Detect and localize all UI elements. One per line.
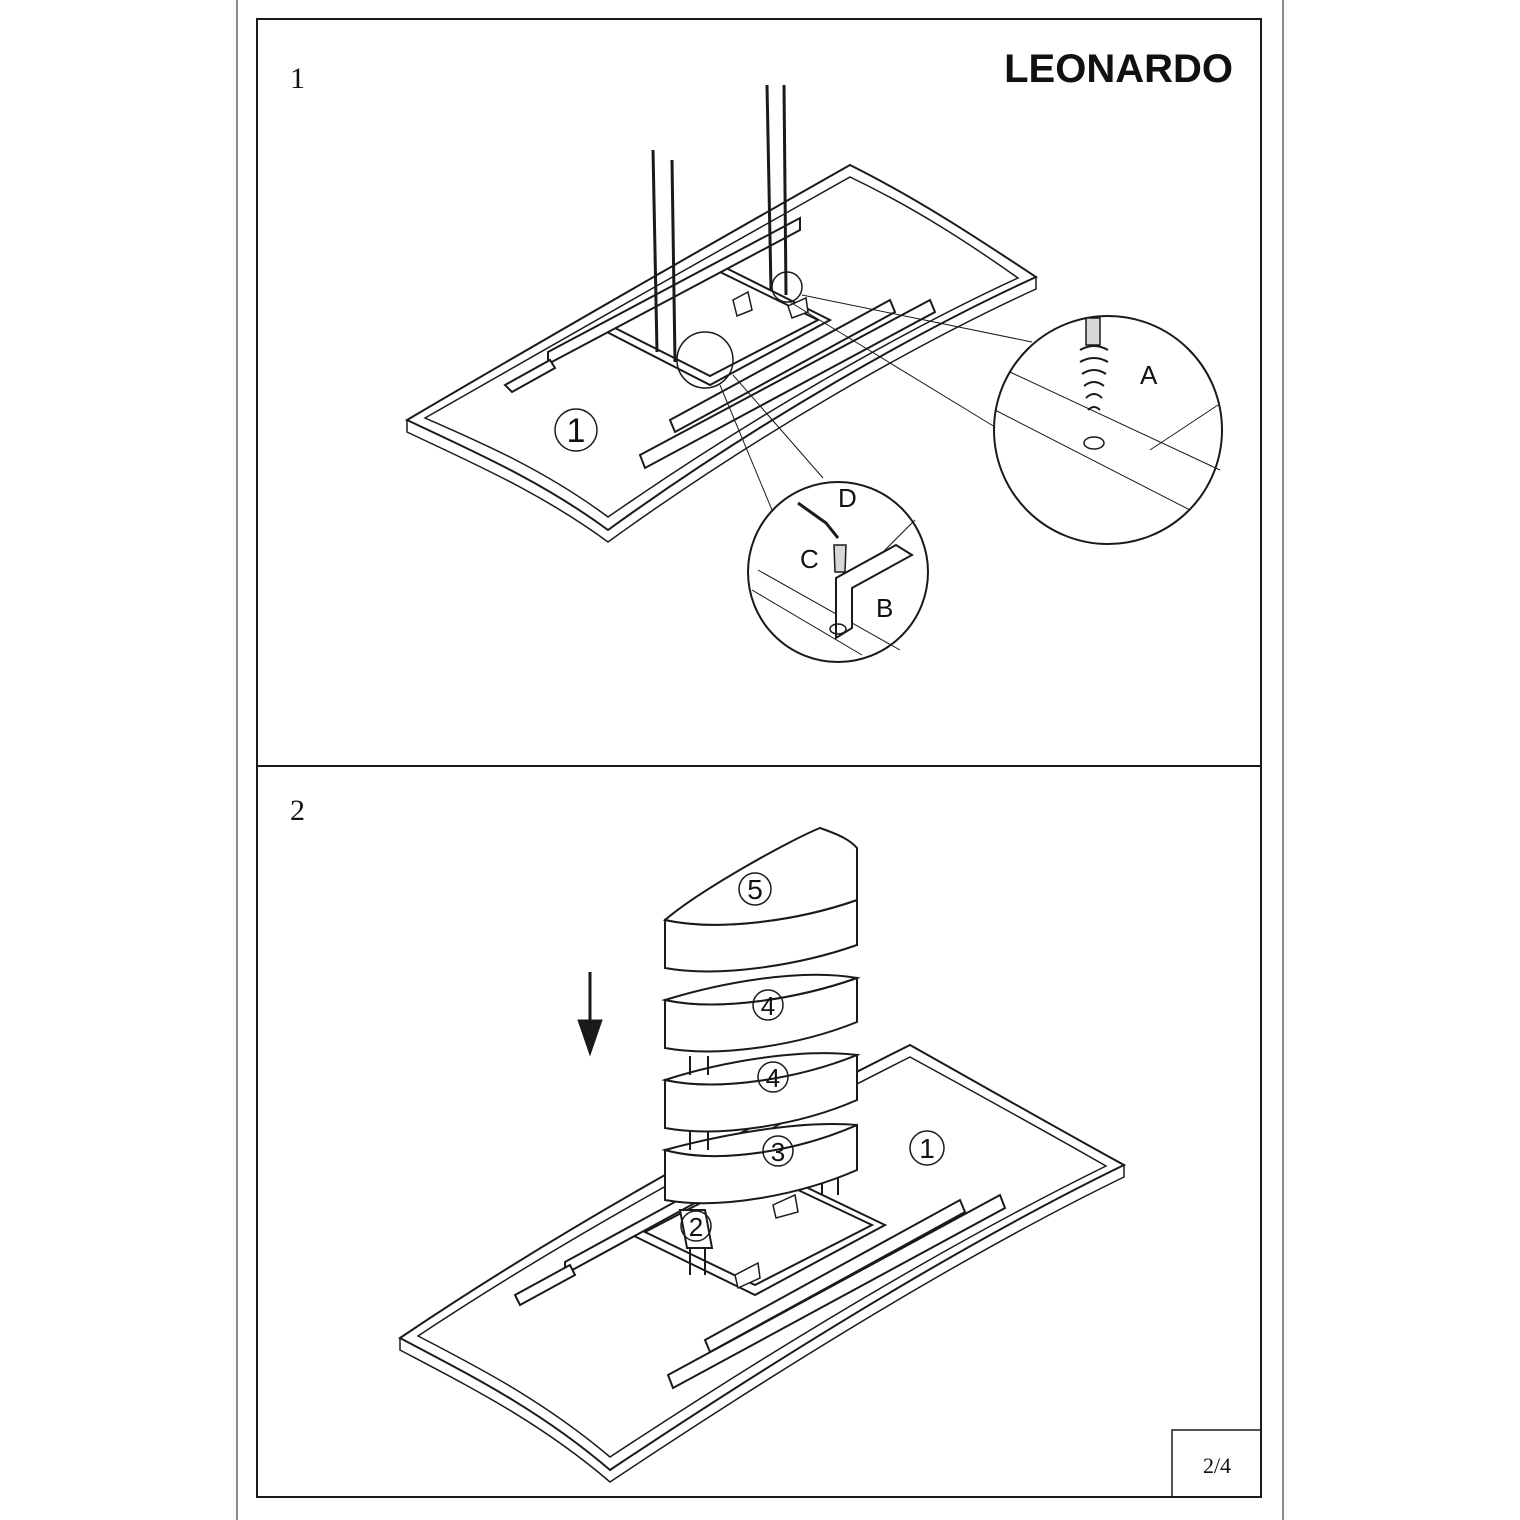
callout-c: C [800,544,819,574]
document-title: LEONARDO [1004,47,1233,91]
table-legs [651,84,788,363]
part-1-label: 1 [567,412,586,450]
step-2-panel: 2 2/4 1 2 [256,765,1262,1498]
step2-base-middle-label: 4 [766,1063,780,1093]
step-1-panel: 1 LEONARDO 1 [256,18,1262,767]
callout-b: B [876,593,893,623]
base-segment-4-lower: 4 [661,1052,858,1150]
part-1-circle [554,408,598,452]
page-number: 2/4 [1203,1453,1231,1478]
callout-a: A [1140,360,1158,390]
base-segment-5: 5 [662,826,858,973]
callout-d: D [838,483,857,513]
leg-bracket-left: 2 [678,1209,714,1275]
step2-tabletop-label: 1 [919,1133,935,1164]
tabletop-illustration-2: 1 [398,1043,1127,1483]
step2-bracket-left-label: 2 [689,1212,703,1242]
step-2-number: 2 [290,794,305,827]
step2-base-upper-label: 4 [761,991,775,1021]
step-1-number: 1 [290,62,305,95]
detail-a-zoom: A [993,315,1223,545]
step2-base-lower-label: 3 [771,1137,785,1167]
base-segment-3: 3 [661,1123,858,1205]
step-2-frame [256,765,1262,1498]
step2-base-top-label: 5 [747,874,763,905]
base-segment-4-upper: 4 [661,973,861,1075]
tabletop-illustration: 1 [404,84,1039,543]
page-number-box [1171,1429,1262,1498]
down-arrow-icon [577,972,603,1057]
detail-bcd-zoom: D C B [747,481,929,663]
